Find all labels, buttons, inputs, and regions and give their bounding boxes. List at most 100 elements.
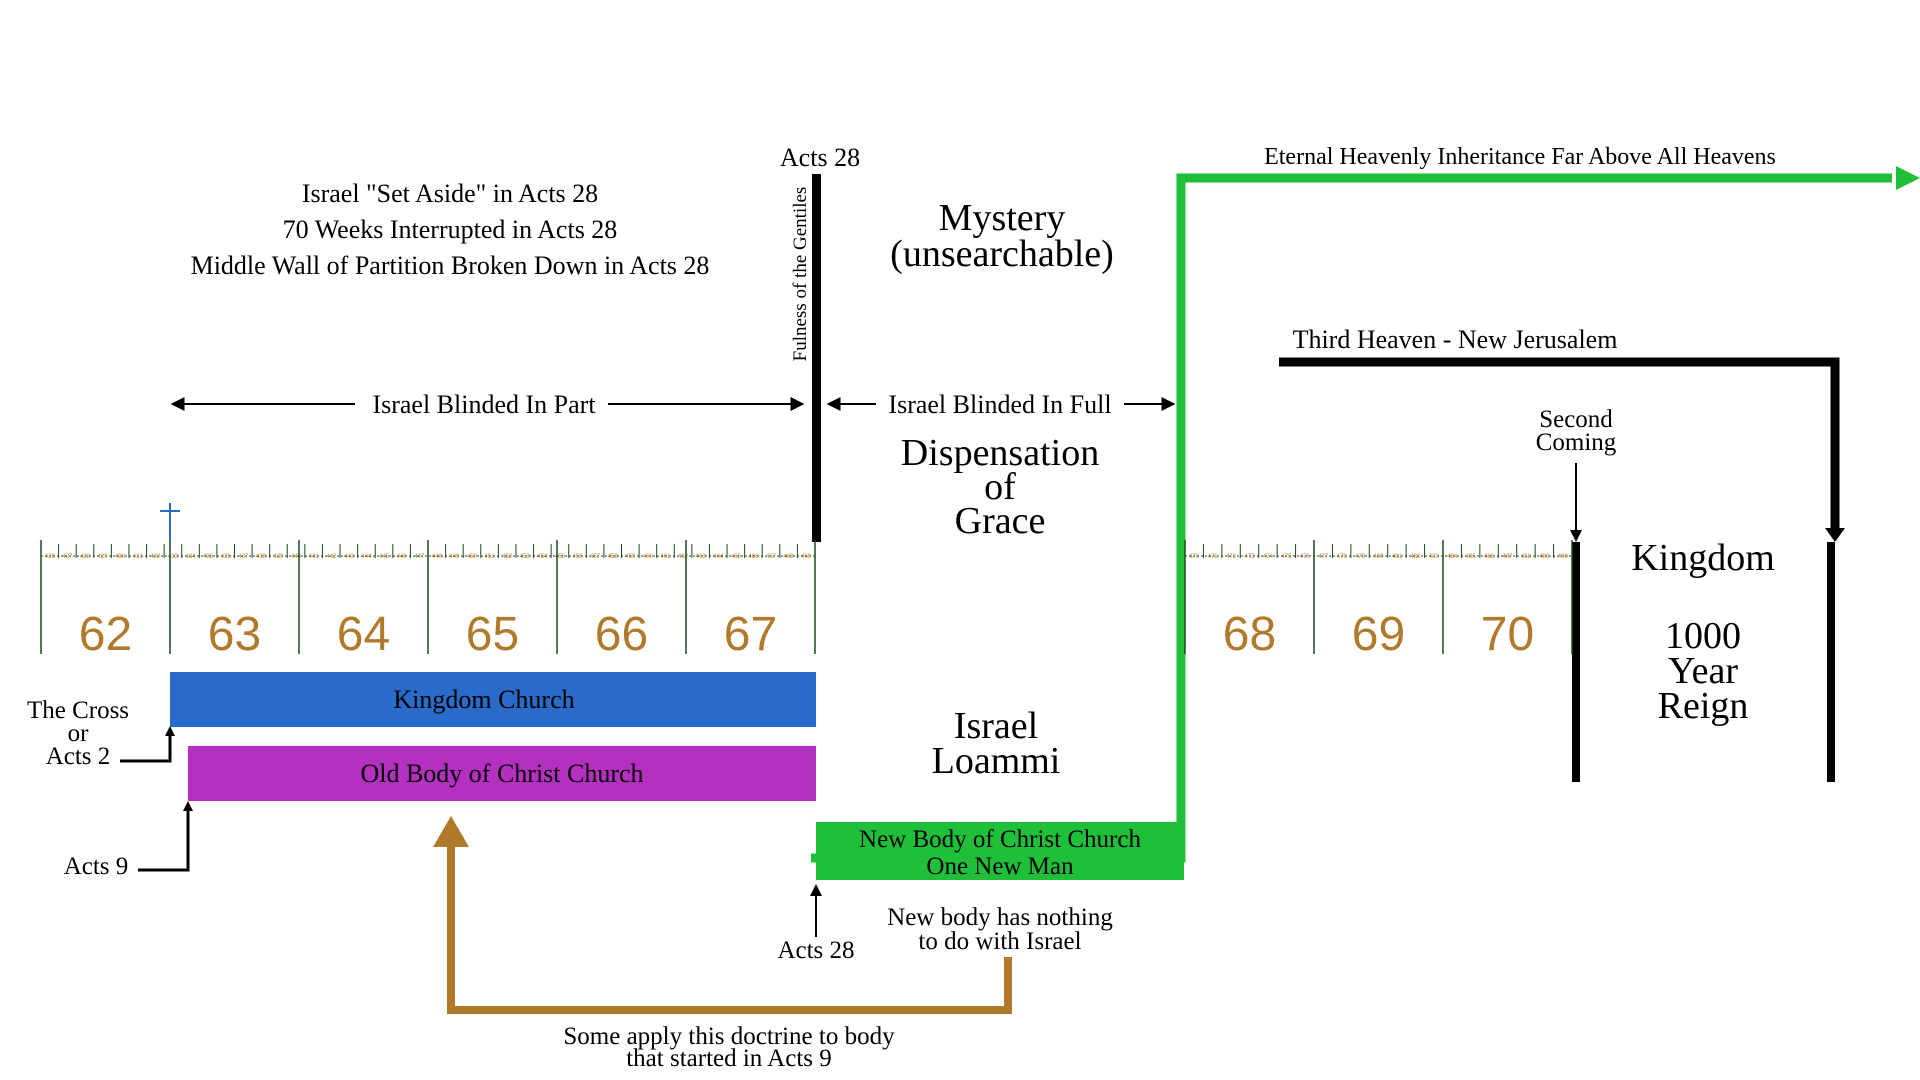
left-year-label: 441 — [309, 554, 320, 560]
acts28-bottom-arrowhead — [810, 884, 822, 896]
doctrine-arrowhead — [433, 816, 469, 847]
right-year-label: 482 — [1410, 554, 1421, 560]
second-coming-line2: Coming — [1536, 429, 1617, 456]
week-number-68: 68 — [1223, 608, 1276, 661]
left-year-label: 439 — [273, 554, 284, 560]
left-year-label: 426 — [45, 554, 56, 560]
left-year-label: 460 — [643, 554, 654, 560]
right-year-label: 481 — [1392, 554, 1403, 560]
right-year-label: 470 — [1189, 554, 1200, 560]
cross-label-line3: Acts 2 — [46, 743, 111, 770]
right-year-label: 478 — [1337, 554, 1348, 560]
new-body-line1: New Body of Christ Church — [859, 826, 1141, 853]
right-year-label: 471 — [1208, 554, 1219, 560]
mystery-subtitle: (unsearchable) — [890, 233, 1114, 275]
week-number-62: 62 — [79, 608, 132, 661]
right-year-label: 490 — [1558, 554, 1569, 560]
dispensation-line1: Dispensation — [901, 432, 1099, 474]
right-year-label: 472 — [1226, 554, 1237, 560]
left-year-label: 431 — [133, 554, 144, 560]
left-year-label: 427 — [62, 554, 73, 560]
new-body-line2: One New Man — [926, 853, 1074, 880]
some-apply-line2: that started in Acts 9 — [626, 1045, 832, 1072]
left-year-label: 449 — [449, 554, 460, 560]
new-body-note-line1: New body has nothing — [887, 904, 1113, 931]
left-year-label: 443 — [344, 554, 355, 560]
right-year-label: 473 — [1244, 554, 1255, 560]
left-year-label: 464 — [713, 554, 724, 560]
left-year-label: 435 — [203, 554, 214, 560]
left-year-label: 434 — [186, 554, 197, 560]
left-year-label: 458 — [608, 554, 619, 560]
week-number-70: 70 — [1481, 608, 1534, 661]
old-body-bar — [188, 746, 816, 801]
left-year-label: 465 — [731, 554, 742, 560]
week-number-66: 66 — [595, 608, 648, 661]
note-middle-wall: Middle Wall of Partition Broken Down in … — [191, 251, 710, 280]
blinded-full-label: Israel Blinded In Full — [888, 390, 1111, 419]
some-apply-line1: Some apply this doctrine to body — [563, 1023, 895, 1050]
left-year-label: 452 — [502, 554, 513, 560]
old-body-label: Old Body of Christ Church — [360, 759, 643, 788]
week-number-64: 64 — [337, 608, 390, 661]
right-year-label: 476 — [1300, 554, 1311, 560]
third-heaven-arrowhead — [1825, 528, 1845, 542]
left-year-label: 436 — [221, 554, 232, 560]
left-year-label: 448 — [432, 554, 443, 560]
right-year-label: 487 — [1502, 554, 1513, 560]
israel-loammi-line2: Loammi — [932, 740, 1061, 782]
left-year-label: 445 — [379, 554, 390, 560]
left-year-label: 438 — [256, 554, 267, 560]
left-year-label: 462 — [678, 554, 689, 560]
kingdom-year: Year — [1668, 650, 1738, 692]
note-70-weeks: 70 Weeks Interrupted in Acts 28 — [283, 215, 618, 244]
left-year-label: 454 — [537, 554, 548, 560]
kingdom-1000: 1000 — [1665, 615, 1741, 657]
kingdom-church-label: Kingdom Church — [393, 685, 574, 714]
left-year-label: 466 — [748, 554, 759, 560]
acts9-connector — [138, 809, 190, 872]
left-year-label: 442 — [326, 554, 337, 560]
acts9-label: Acts 9 — [64, 853, 129, 880]
acts28-bottom-label: Acts 28 — [777, 937, 854, 964]
kingdom-title: Kingdom — [1631, 537, 1775, 579]
right-year-label: 480 — [1373, 554, 1384, 560]
left-year-label: 430 — [115, 554, 126, 560]
right-year-label: 475 — [1281, 554, 1292, 560]
second-coming-line1: Second — [1539, 406, 1613, 433]
kingdom-church-bar — [170, 672, 816, 727]
doctrine-arrow-path — [447, 843, 1012, 1014]
left-year-label: 432 — [150, 554, 161, 560]
blinded-part-label: Israel Blinded In Part — [372, 390, 596, 419]
right-year-label: 483 — [1429, 554, 1440, 560]
left-year-label: 450 — [467, 554, 478, 560]
new-body-bar — [816, 822, 1184, 880]
left-year-label: 456 — [573, 554, 584, 560]
left-year-label: 469 — [801, 554, 812, 560]
dispensation-line2: of — [984, 466, 1016, 508]
israel-loammi-line1: Israel — [954, 705, 1038, 747]
acts28-top-label: Acts 28 — [780, 143, 860, 172]
third-heaven-line — [1279, 357, 1840, 528]
week-number-63: 63 — [208, 608, 261, 661]
second-coming-arrowhead — [1570, 530, 1582, 542]
left-year-label: 453 — [520, 554, 531, 560]
left-year-label: 457 — [590, 554, 601, 560]
dispensation-line3: Grace — [955, 500, 1046, 542]
week-number-69: 69 — [1352, 608, 1405, 661]
mystery-title: Mystery — [939, 197, 1066, 239]
week-number-65: 65 — [466, 608, 519, 661]
fulness-of-gentiles-label: Fulness of the Gentiles — [790, 187, 811, 362]
left-year-label: 446 — [397, 554, 408, 560]
right-year-label: 489 — [1539, 554, 1550, 560]
week-number-67: 67 — [724, 608, 777, 661]
cross-label-line2: or — [68, 720, 90, 747]
kingdom-end-divider — [1827, 542, 1835, 782]
right-year-label: 484 — [1447, 554, 1458, 560]
new-body-note-line2: to do with Israel — [918, 928, 1081, 955]
eternal-inheritance-label: Eternal Heavenly Inheritance Far Above A… — [1264, 144, 1776, 170]
left-year-label: 440 — [291, 554, 302, 560]
